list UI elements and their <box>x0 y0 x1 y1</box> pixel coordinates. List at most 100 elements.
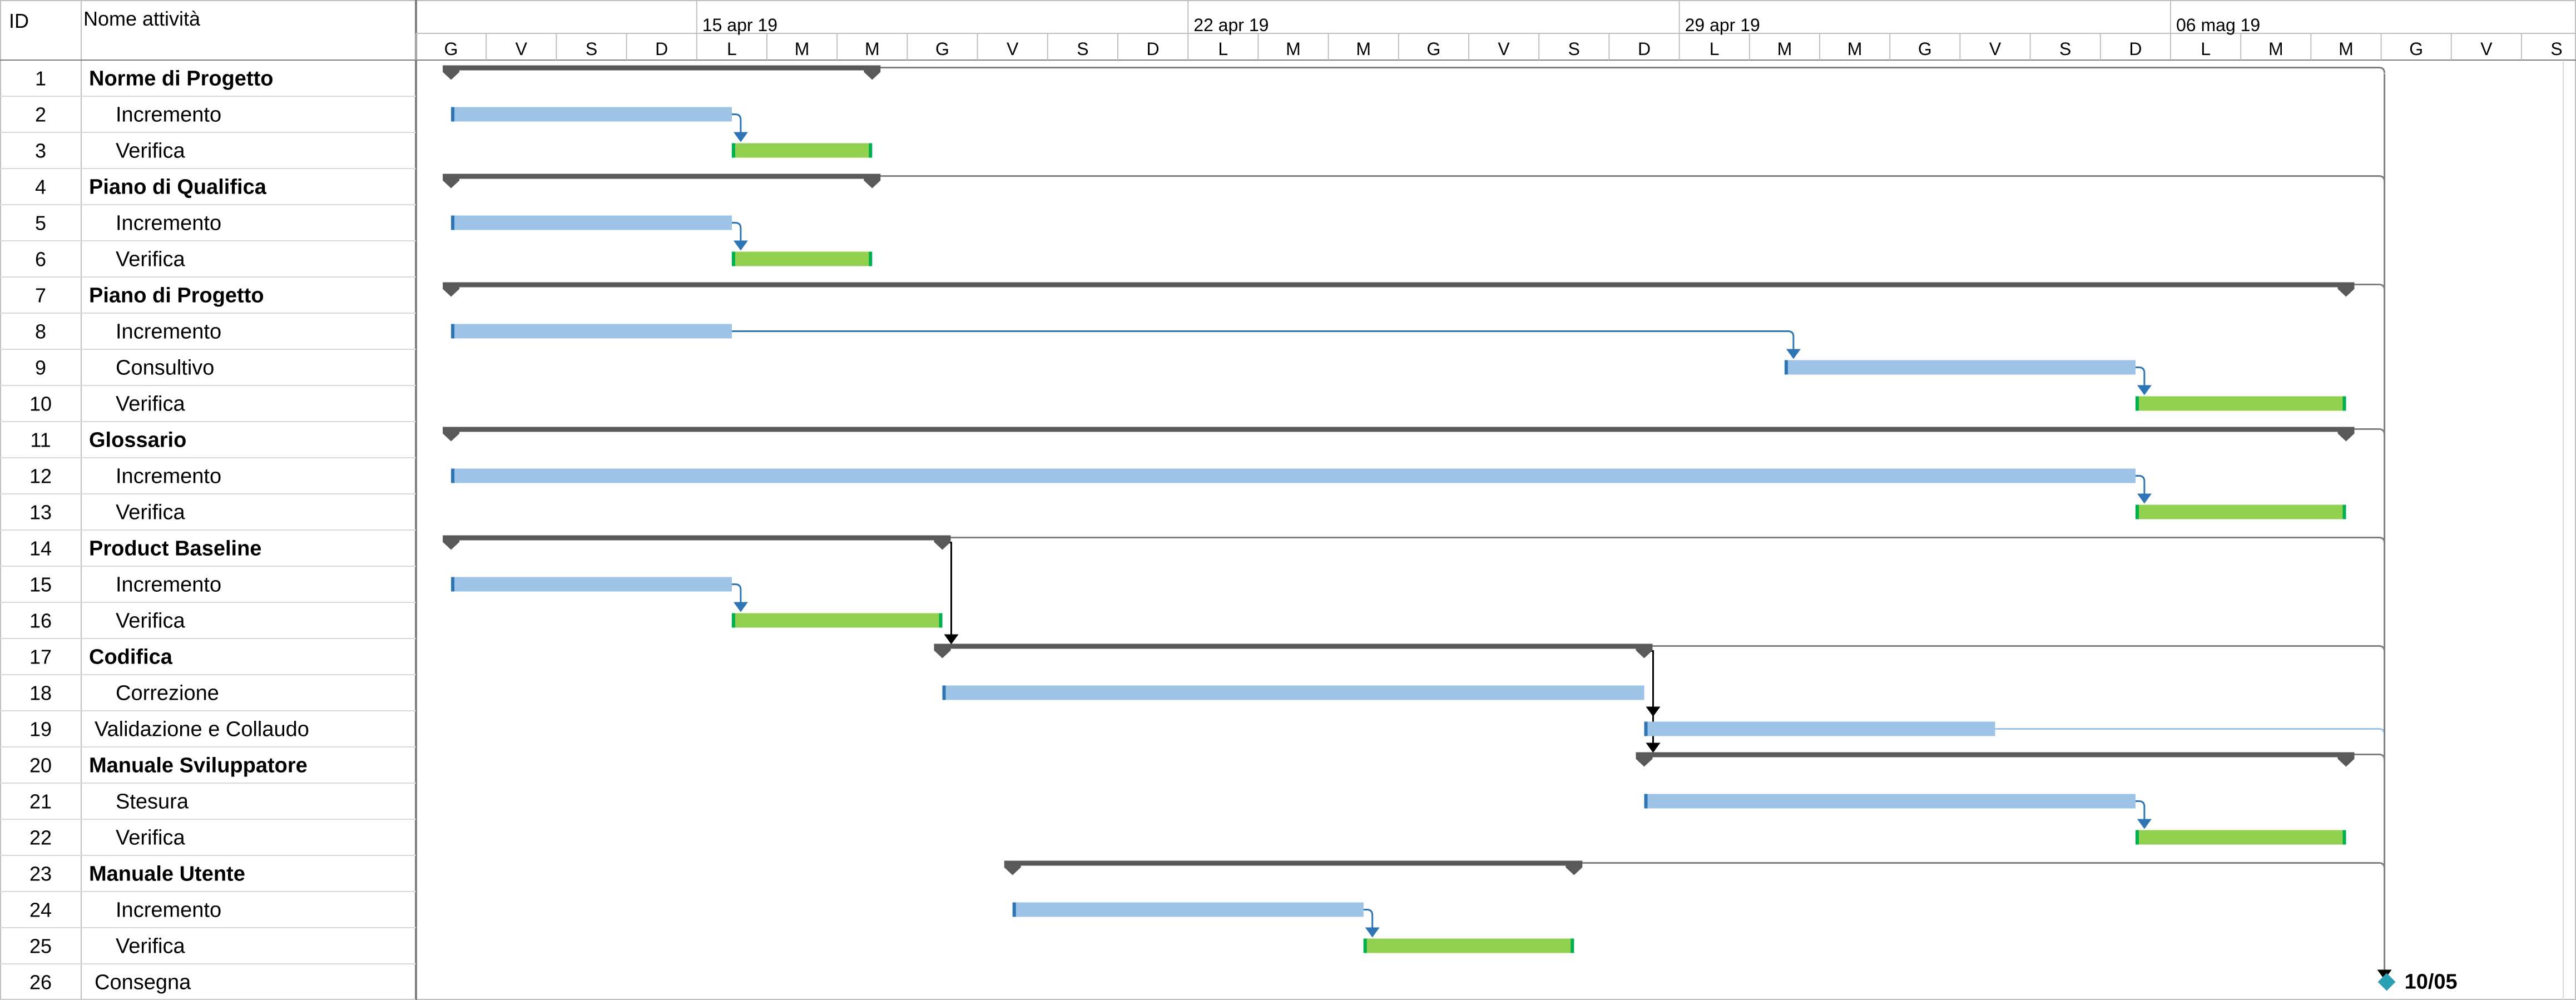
link-path <box>2135 475 2146 496</box>
task-bar-start-edge <box>1644 721 1648 736</box>
task-bar-start-edge <box>942 685 946 700</box>
task-bar-start-edge <box>2135 396 2139 411</box>
task-bar-fill <box>731 251 873 266</box>
task-bars: 10/05 <box>443 65 2458 994</box>
task-bar-end-edge <box>728 107 732 122</box>
summary-bar-line <box>451 427 2346 432</box>
task-id: 15 <box>29 573 52 596</box>
task-id: 4 <box>35 176 46 199</box>
dependency-link <box>2135 367 2152 395</box>
day-label: G <box>935 39 949 59</box>
week-label: 22 apr 19 <box>1193 15 1269 35</box>
task-id: 1 <box>35 67 46 90</box>
task-name: Correzione <box>116 682 219 705</box>
task-bar-start-edge <box>451 468 455 483</box>
day-label: M <box>865 39 880 59</box>
summary-end-marker <box>1004 860 1021 875</box>
link-arrowhead <box>733 132 748 142</box>
link-path <box>731 113 742 135</box>
task-bar-end-edge <box>1992 721 1995 736</box>
task-name: Codifica <box>89 646 173 669</box>
task-id: 17 <box>29 646 52 669</box>
deadline-connector <box>2354 754 2386 760</box>
task-bar-end-edge <box>728 577 732 592</box>
link-arrowhead <box>1365 927 1380 938</box>
day-label: M <box>1777 39 1792 59</box>
link-arrowhead <box>1786 349 1801 359</box>
task-bar-start-edge <box>451 215 455 230</box>
task-name: Product Baseline <box>89 537 261 561</box>
summary-end-marker <box>1636 752 1653 767</box>
day-label: L <box>1218 39 1228 59</box>
week-label: 29 apr 19 <box>1685 15 1760 35</box>
day-label: V <box>516 39 528 59</box>
summary-end-marker <box>443 174 460 189</box>
link-arrowhead <box>733 240 748 251</box>
link-arrowhead <box>733 602 748 612</box>
summary-end-marker <box>864 174 881 189</box>
task-bar <box>451 577 732 592</box>
task-id: 24 <box>29 899 52 922</box>
task-name: Piano di Qualifica <box>89 176 267 199</box>
day-label: D <box>1147 39 1160 59</box>
task-name: Verifica <box>116 935 185 958</box>
dependency-link <box>942 542 959 645</box>
task-name: Incremento <box>116 212 221 235</box>
summary-bar-line <box>1012 860 1574 866</box>
task-bar-end-edge <box>2132 360 2136 375</box>
task-name: Verifica <box>116 248 185 271</box>
task-bar <box>451 468 2136 483</box>
day-label: M <box>2268 39 2283 59</box>
task-name: Incremento <box>116 573 221 597</box>
task-bar-start-edge <box>1784 360 1788 375</box>
task-id: 9 <box>35 357 46 379</box>
task-bar-fill <box>2135 504 2346 519</box>
link-path <box>1644 650 1654 709</box>
column-header-name: Nome attività <box>83 7 201 30</box>
summary-end-marker <box>1566 860 1583 875</box>
task-bar <box>451 107 732 122</box>
dependency-link <box>731 330 1801 359</box>
day-label: G <box>2409 39 2423 59</box>
task-id: 18 <box>29 682 52 705</box>
table-row: 4 Piano di Qualifica <box>35 176 267 199</box>
day-label: M <box>1286 39 1301 59</box>
task-bar <box>1644 721 1995 736</box>
task-id: 19 <box>29 718 52 741</box>
task-id: 16 <box>29 610 52 632</box>
summary-end-marker <box>934 535 951 550</box>
dependency-link <box>731 222 748 251</box>
day-label: M <box>1847 39 1862 59</box>
summary-end-marker <box>443 65 460 80</box>
task-bar-start-edge <box>731 251 735 266</box>
task-bar-fill <box>451 577 732 592</box>
summary-end-marker <box>2337 282 2355 297</box>
task-bar-start-edge <box>2135 830 2139 845</box>
day-label: D <box>655 39 668 59</box>
task-id: 3 <box>35 140 46 162</box>
summary-end-marker <box>2337 427 2355 442</box>
summary-bar <box>1004 860 1583 875</box>
link-arrowhead <box>2137 385 2152 395</box>
summary-bar <box>443 535 951 550</box>
summary-bar <box>443 65 881 80</box>
task-id: 25 <box>29 935 52 958</box>
table-row: 17 Codifica <box>29 646 173 669</box>
day-label: G <box>1918 39 1932 59</box>
day-label: M <box>1356 39 1371 59</box>
task-bar <box>451 324 732 339</box>
summary-bar <box>443 427 2355 442</box>
task-name: Consultivo <box>116 357 214 380</box>
dependency-link <box>2135 475 2152 504</box>
